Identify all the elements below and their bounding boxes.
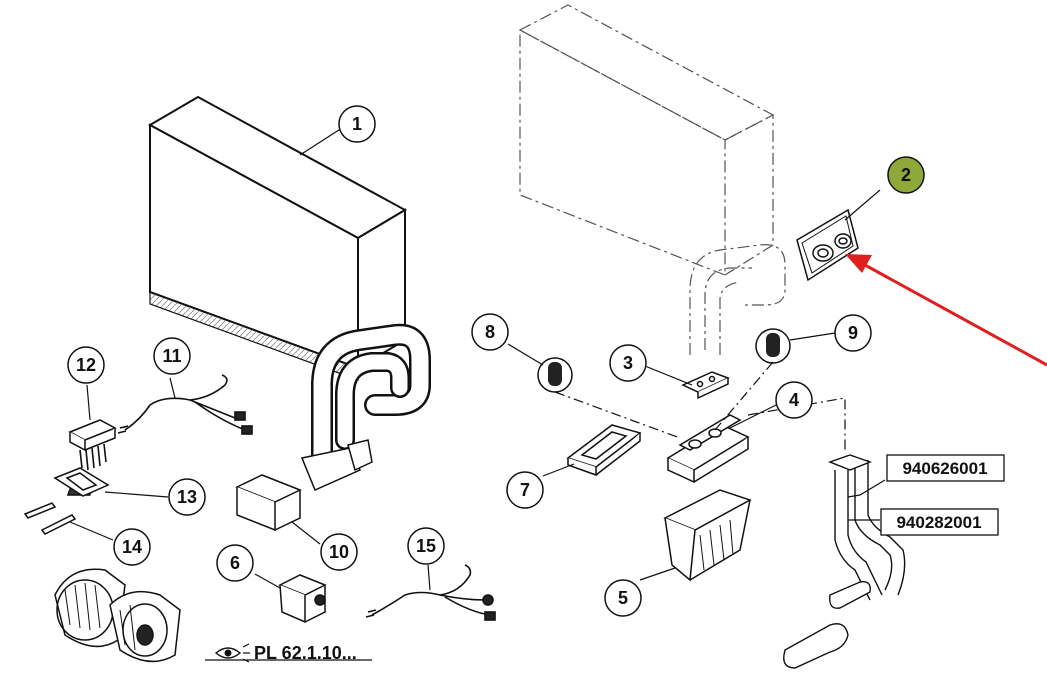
callout-9-label: 9 <box>848 323 858 343</box>
resistor-part <box>68 419 117 471</box>
callout-15-label: 15 <box>416 536 436 556</box>
callout-14[interactable]: 14 <box>113 528 151 566</box>
part-number-1: 940626001 <box>902 459 987 478</box>
callout-10[interactable]: 10 <box>320 533 358 571</box>
cap-part-8 <box>537 357 573 393</box>
callout-6-label: 6 <box>230 553 240 573</box>
control-module-part <box>66 474 302 532</box>
callout-2-label: 2 <box>901 165 911 185</box>
leader-lines <box>69 127 886 661</box>
callout-6[interactable]: 6 <box>216 544 254 582</box>
reference-text: PL 62.1.10... <box>254 643 357 663</box>
gasket-part <box>53 467 110 497</box>
expansion-valve-part <box>666 414 750 484</box>
evaporator-outline <box>518 4 786 355</box>
clip-part <box>681 371 730 400</box>
callout-12-label: 12 <box>76 355 96 375</box>
seal-part <box>566 424 642 477</box>
callout-7[interactable]: 7 <box>506 471 544 509</box>
eye-icon <box>214 643 250 663</box>
valve-cover-part <box>663 489 752 582</box>
clips-part <box>23 502 77 535</box>
wire-harness-11 <box>117 374 253 435</box>
callout-1[interactable]: 1 <box>338 105 376 143</box>
part-number-box-1[interactable]: 940626001 <box>886 454 1005 482</box>
evaporator-part <box>147 95 431 491</box>
callout-14-label: 14 <box>122 537 142 557</box>
relay-part <box>278 574 327 624</box>
callout-5[interactable]: 5 <box>604 579 642 617</box>
callout-10-label: 10 <box>329 542 349 562</box>
callout-1-label: 1 <box>352 114 362 134</box>
highlight-arrow <box>845 254 1047 367</box>
blower-assembly <box>54 568 181 663</box>
flange-plate-part <box>796 208 859 282</box>
callout-12[interactable]: 12 <box>67 346 105 384</box>
callout-13-label: 13 <box>177 487 197 507</box>
callout-4-label: 4 <box>789 390 799 410</box>
callout-7-label: 7 <box>520 480 530 500</box>
callout-3[interactable]: 3 <box>609 344 647 382</box>
wire-harness-15 <box>365 564 496 621</box>
callout-11[interactable]: 11 <box>153 337 191 375</box>
callout-3-label: 3 <box>623 353 633 373</box>
part-number-box-2[interactable]: 940282001 <box>880 508 999 536</box>
callout-4[interactable]: 4 <box>775 381 813 419</box>
callout-8[interactable]: 8 <box>471 313 509 351</box>
callout-11-label: 11 <box>162 346 181 366</box>
callout-8-label: 8 <box>485 322 495 342</box>
cap-part-9 <box>755 328 791 364</box>
reference-link[interactable]: PL 62.1.10... <box>214 643 357 663</box>
callout-15[interactable]: 15 <box>407 527 445 565</box>
callout-2[interactable]: 2 <box>887 156 925 194</box>
part-number-2: 940282001 <box>896 513 981 532</box>
callout-5-label: 5 <box>618 588 628 608</box>
callout-9[interactable]: 9 <box>834 314 872 352</box>
callout-13[interactable]: 13 <box>168 478 206 516</box>
pipe-assembly <box>783 454 906 669</box>
